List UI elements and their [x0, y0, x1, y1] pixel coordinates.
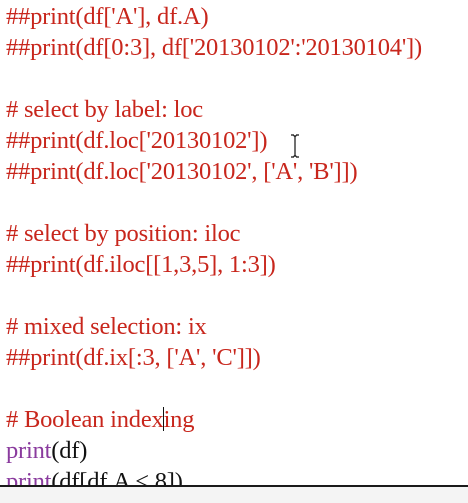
code-line-blank[interactable] [6, 63, 422, 94]
code-line[interactable]: ##print(df[0:3], df['20130102':'20130104… [6, 34, 422, 61]
code-text-before-caret: # Boolean index [6, 406, 164, 433]
code-line-partial[interactable]: print(df[df.A < 8]) [6, 466, 422, 485]
code-line[interactable]: ##print(df['A'], df.A) [6, 3, 209, 30]
print-arguments: (df[df.A < 8]) [51, 468, 183, 485]
code-line[interactable]: # select by label: loc [6, 96, 203, 123]
code-line-print[interactable]: print(df) [6, 435, 422, 466]
print-arguments: (df) [51, 437, 88, 464]
code-line[interactable]: ##print(df.iloc[[1,3,5], 1:3]) [6, 251, 276, 278]
print-keyword: print [6, 468, 52, 485]
code-line[interactable]: # mixed selection: ix [6, 313, 207, 340]
text-ibeam-cursor-icon [291, 134, 299, 158]
text-caret [162, 407, 165, 431]
editor-bottom-bar [0, 485, 468, 503]
code-line[interactable]: ##print(df.loc['20130102', ['A', 'B']]) [6, 158, 358, 185]
code-line-blank[interactable] [6, 187, 422, 218]
code-editor[interactable]: ##print(df['A'], df.A) ##print(df[0:3], … [0, 0, 468, 485]
code-text-after-caret: ing [163, 406, 195, 433]
code-line[interactable]: ##print(df.loc['20130102']) [6, 127, 268, 154]
code-line-with-caret[interactable]: # Boolean indexing [6, 404, 422, 435]
code-line[interactable]: # select by position: iloc [6, 220, 241, 247]
code-line-blank[interactable] [6, 373, 422, 404]
print-keyword: print [6, 437, 52, 464]
code-line[interactable]: ##print(df.ix[:3, ['A', 'C']]) [6, 344, 261, 371]
code-line-blank[interactable] [6, 280, 422, 311]
code-lines: ##print(df['A'], df.A) ##print(df[0:3], … [6, 0, 422, 485]
